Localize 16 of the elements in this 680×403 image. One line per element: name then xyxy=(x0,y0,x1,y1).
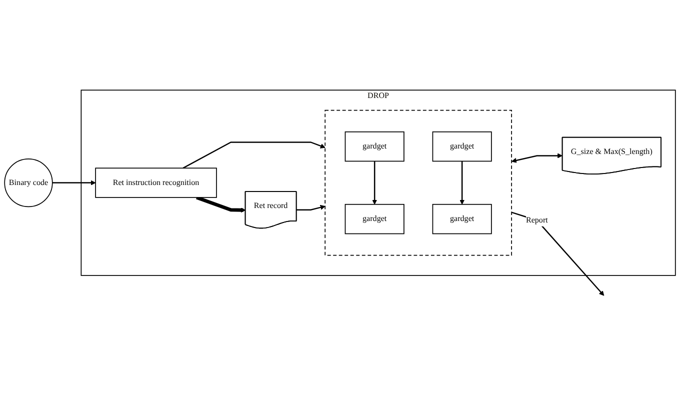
arrow xyxy=(296,204,326,211)
arrow xyxy=(52,180,96,186)
node-box: Ret instruction recognition xyxy=(95,168,217,198)
node-box: gardget xyxy=(344,131,404,162)
arrow xyxy=(196,196,246,213)
node-box: gardget xyxy=(344,204,404,234)
arrow xyxy=(182,142,326,169)
node-circle: Binary code xyxy=(4,158,53,208)
edge-label: Report xyxy=(526,216,548,225)
arrow xyxy=(511,212,604,296)
arrow xyxy=(372,161,378,205)
node-box: gardget xyxy=(432,204,492,234)
node-box: gardget xyxy=(432,131,492,162)
arrow xyxy=(512,153,562,163)
arrow xyxy=(460,161,465,205)
cluster xyxy=(324,110,512,256)
